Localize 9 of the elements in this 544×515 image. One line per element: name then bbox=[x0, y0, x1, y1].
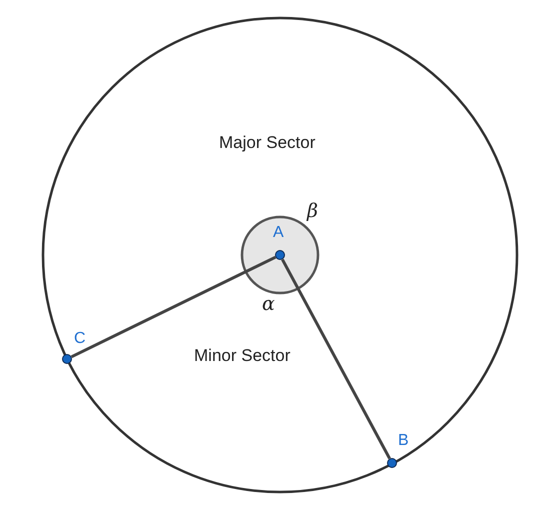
line-segment bbox=[281, 258, 391, 460]
point-label: C bbox=[74, 331, 86, 347]
region-label: Minor Sector bbox=[194, 347, 290, 364]
angle-label: β bbox=[307, 202, 318, 221]
region-label: Major Sector bbox=[219, 134, 316, 151]
line-segment bbox=[70, 256, 276, 358]
point-label: B bbox=[398, 433, 409, 449]
point-label: A bbox=[273, 225, 284, 241]
angle-label: α bbox=[262, 295, 275, 314]
